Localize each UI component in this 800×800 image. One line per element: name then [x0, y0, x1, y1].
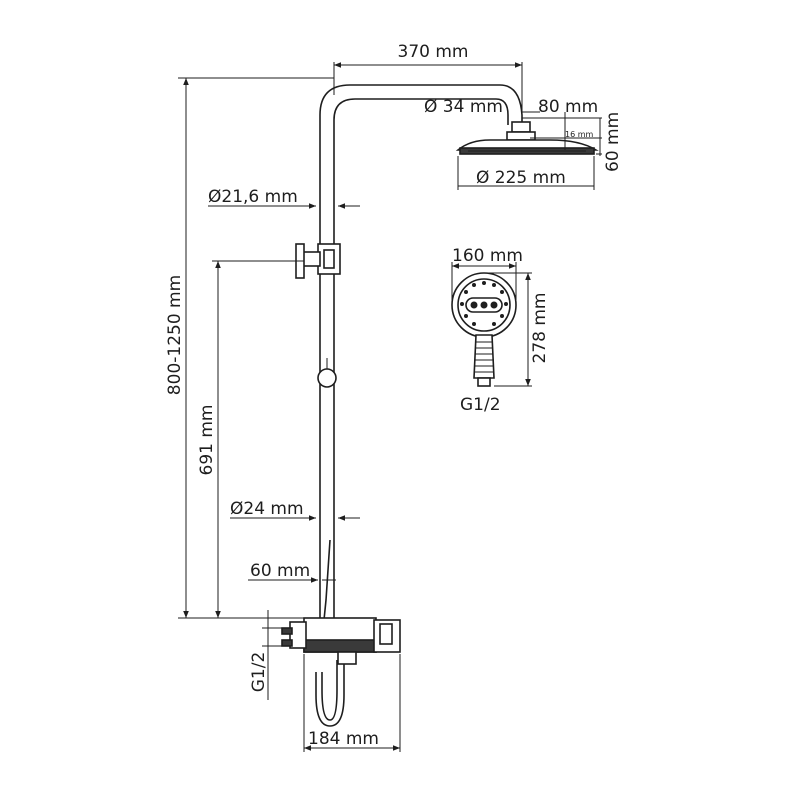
dim-upper-pipe-diameter-label: Ø21,6 mm [208, 187, 298, 207]
dim-hand-shower-length: 278 mm [484, 272, 550, 387]
dim-hand-shower-width: 160 mm [451, 246, 523, 300]
overhead-shower-head [455, 139, 599, 155]
dim-inlet-thread-label: G1/2 [249, 652, 269, 693]
dim-head-height: 60 mm [596, 112, 623, 172]
dim-head-thickness: 16 mm [530, 130, 602, 139]
dim-arm-length-label: 370 mm [398, 42, 469, 62]
head-swivel [506, 131, 536, 141]
dim-inlet-thread: G1/2 [249, 610, 284, 700]
dim-hand-shower-width-label: 160 mm [452, 246, 523, 266]
dim-total-height-label: 800-1250 mm [165, 275, 185, 395]
dim-total-height: 800-1250 mm [165, 77, 334, 619]
sliding-holder [295, 243, 341, 279]
dim-head-offset-label: 80 mm [538, 97, 598, 117]
dim-hand-shower-thread-label: G1/2 [460, 395, 501, 415]
dim-head-thickness-label: 16 mm [565, 130, 594, 139]
dim-lower-pipe-diameter-label: Ø24 mm [230, 499, 304, 519]
dim-upper-pipe-diameter: Ø21,6 mm [208, 187, 360, 209]
dim-arm-diameter-label: Ø 34 mm [424, 97, 503, 117]
dim-mixer-width-label: 184 mm [308, 729, 379, 749]
dim-head-diameter: Ø 225 mm [457, 156, 595, 190]
dim-head-offset: 80 mm [535, 97, 602, 150]
shower-pipe [319, 84, 536, 618]
dim-head-height-label: 60 mm [603, 112, 623, 172]
pipe-ring [317, 358, 337, 388]
dim-hand-shower-thread: G1/2 [460, 395, 501, 415]
mixer-left-inlet [289, 621, 307, 649]
dim-holder-height-label: 691 mm [197, 405, 217, 476]
mixer-body [281, 617, 401, 665]
dim-mixer-offset-label: 60 mm [250, 561, 310, 581]
dim-mixer-offset: 60 mm [248, 561, 336, 583]
dim-hand-shower-length-label: 278 mm [530, 293, 550, 364]
dim-holder-height: 691 mm [197, 260, 298, 618]
shower-hose [315, 539, 345, 727]
dim-lower-pipe-diameter: Ø24 mm [230, 499, 360, 521]
head-connector [511, 121, 531, 133]
dim-head-diameter-label: Ø 225 mm [476, 168, 566, 188]
hand-shower [451, 272, 517, 387]
mixer-outlet [337, 651, 357, 665]
dim-mixer-width: 184 mm [303, 654, 401, 752]
dim-arm-length: 370 mm [333, 42, 523, 120]
hand-shower-handle [473, 334, 495, 379]
